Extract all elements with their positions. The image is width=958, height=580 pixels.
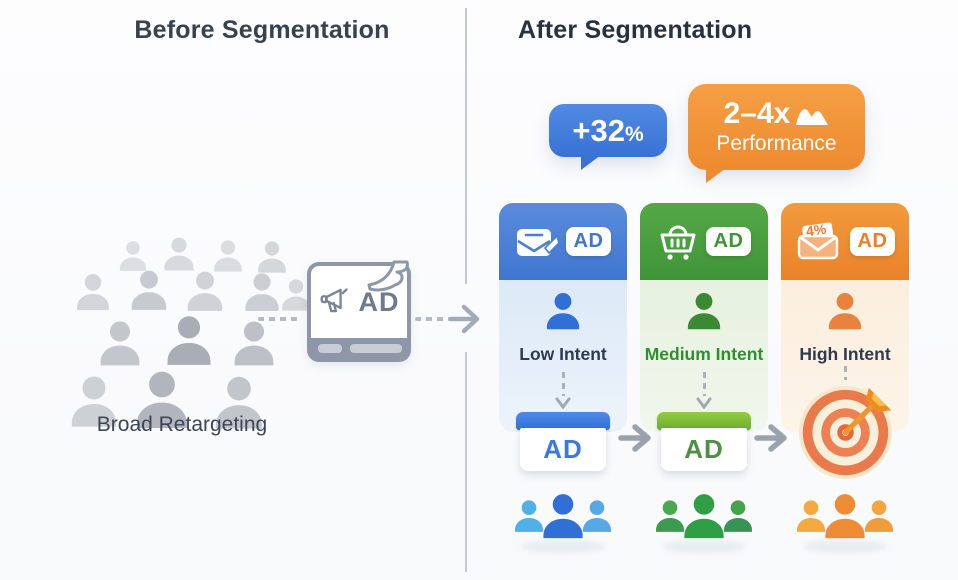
performance-multiplier: 2–4x <box>723 97 791 131</box>
funnel-arrow-2-icon <box>753 422 791 454</box>
ctr-unit: % <box>624 123 644 146</box>
dotted-connector-right <box>415 317 451 321</box>
performance-label: Performance <box>716 131 837 155</box>
medium-intent-ad-card-bar <box>657 412 751 430</box>
flow-arrow-right-icon <box>448 302 481 336</box>
medium-intent-user-icon <box>681 288 727 334</box>
low-intent-ad-card-bar <box>516 412 610 430</box>
ad-box-footer <box>310 338 408 359</box>
megaphone-icon <box>319 285 355 319</box>
open-rate-envelope-icon: 4% <box>795 220 843 262</box>
chevron-down-icon <box>555 396 571 410</box>
low-intent-user-icon <box>540 288 586 334</box>
broad-ad-box: AD <box>307 259 413 362</box>
high-intent-user-icon <box>822 288 868 334</box>
envelope-ad-icon <box>515 224 560 260</box>
dotted-connector-left <box>258 317 302 321</box>
open-rate-value: 4% <box>804 220 827 239</box>
medium-intent-label: Medium Intent <box>644 344 764 364</box>
ctr-value: +32 <box>572 113 625 148</box>
performance-badge: 2–4x Performance <box>688 84 865 183</box>
high-intent-label: High Intent <box>799 344 891 364</box>
low-intent-ad-card: AD <box>520 428 606 471</box>
after-title: After Segmentation <box>518 16 753 44</box>
medium-intent-audience-group <box>648 488 760 553</box>
medium-intent-flow-dash <box>703 372 706 396</box>
ctr-lift-badge: +32% <box>549 104 667 170</box>
center-divider-bottom <box>465 352 467 572</box>
trend-arrow-icon <box>795 102 829 126</box>
low-intent-flow-dash <box>562 372 565 396</box>
low-intent-ad-badge: AD <box>565 227 612 256</box>
low-intent-label: Low Intent <box>519 344 607 364</box>
broad-audience-crowd-icon <box>62 222 314 474</box>
low-intent-header: AD <box>499 203 627 280</box>
high-intent-flow-dash <box>844 366 847 380</box>
chevron-down-icon <box>696 396 712 410</box>
broad-ad-label: AD <box>358 286 400 317</box>
high-intent-audience-group <box>789 488 901 553</box>
broad-retargeting-caption: Broad Retargeting <box>96 413 268 436</box>
high-intent-header: 4% AD <box>781 203 909 280</box>
medium-intent-ad-card: AD <box>661 428 747 471</box>
funnel-arrow-1-icon <box>617 422 655 454</box>
low-intent-audience-group <box>507 488 619 553</box>
dartboard-icon <box>797 384 894 481</box>
high-intent-ad-badge: AD <box>849 227 896 256</box>
medium-intent-header: AD <box>640 203 768 280</box>
shopping-cart-icon <box>657 222 699 262</box>
before-title: Before Segmentation <box>134 16 390 44</box>
center-divider-top <box>465 8 467 284</box>
medium-intent-ad-badge: AD <box>705 227 752 256</box>
torn-corner-icon <box>367 259 413 297</box>
